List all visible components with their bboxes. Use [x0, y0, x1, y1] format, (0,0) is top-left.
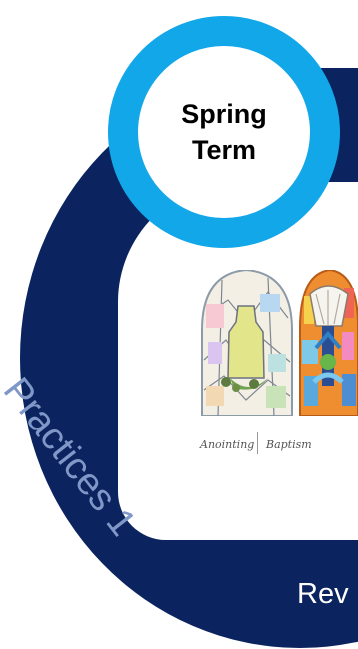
baptism-caption: Baptism	[266, 438, 312, 451]
baptism-window-icon	[299, 270, 358, 416]
anointing-caption: Anointing	[200, 438, 255, 451]
revelation-ring-label: Rev	[297, 578, 349, 610]
term-line-1: Spring	[181, 99, 267, 129]
term-line-2: Term	[191, 135, 257, 165]
caption-divider	[257, 432, 258, 454]
anointing-window-icon	[201, 270, 293, 416]
sacrament-stained-glass-art	[201, 270, 358, 416]
spring-term-circle: Spring Term	[108, 16, 340, 248]
